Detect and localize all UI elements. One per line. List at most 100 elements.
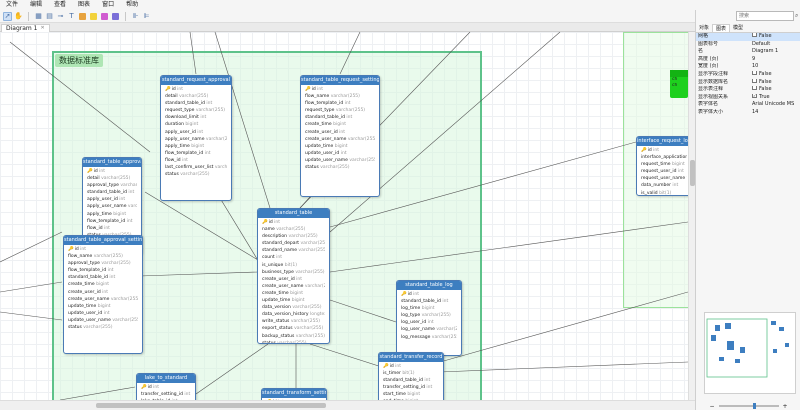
horizontal-scrollbar[interactable] bbox=[0, 400, 695, 410]
field-row[interactable]: log_user_id int bbox=[401, 319, 457, 326]
green-table-node[interactable]: ch ch bbox=[670, 70, 688, 98]
field-row[interactable]: transfer_setting_id int bbox=[141, 391, 191, 398]
layer-tool-icon[interactable] bbox=[111, 12, 120, 21]
field-row[interactable]: interface_application_id int bbox=[641, 154, 687, 161]
checkbox[interactable] bbox=[752, 86, 757, 91]
property-row[interactable]: 宽度 (页)10 bbox=[696, 63, 800, 71]
field-row[interactable]: create_user_name varchar(255) bbox=[262, 283, 325, 290]
checkbox[interactable] bbox=[752, 78, 757, 83]
property-value[interactable]: ✓True bbox=[752, 93, 800, 102]
field-row[interactable]: request_user_name varchar(255) bbox=[641, 175, 687, 182]
field-row[interactable]: standard_table_id int bbox=[165, 100, 227, 107]
field-row[interactable]: create_user_id int bbox=[262, 276, 325, 283]
field-row[interactable]: apply_time bigint bbox=[87, 211, 137, 218]
tab-model[interactable]: 模型 bbox=[733, 25, 744, 31]
align-icon[interactable]: ⊪ bbox=[132, 12, 139, 20]
field-row[interactable]: 🔑id int bbox=[68, 246, 138, 253]
field-row[interactable]: 🔑id int bbox=[401, 291, 457, 298]
field-row[interactable]: write_status varchar(255) bbox=[262, 318, 325, 325]
field-row[interactable]: apply_user_name varchar(255) bbox=[87, 203, 137, 210]
property-value[interactable]: 14 bbox=[752, 109, 800, 117]
property-value[interactable]: False bbox=[752, 78, 800, 87]
field-row[interactable]: create_user_name varchar(255) bbox=[305, 136, 375, 143]
field-row[interactable]: apply_user_id int bbox=[87, 196, 137, 203]
hand-tool-icon[interactable]: ✋ bbox=[14, 12, 23, 20]
field-row[interactable]: request_type varchar(255) bbox=[165, 107, 227, 114]
distribute-icon[interactable]: ⊫ bbox=[143, 12, 150, 20]
field-row[interactable]: update_time bigint bbox=[262, 297, 325, 304]
property-value[interactable]: Default bbox=[752, 41, 800, 49]
field-row[interactable]: last_confirm_user_list varchar(255) bbox=[165, 164, 227, 171]
field-row[interactable]: end_time bigint bbox=[383, 398, 439, 400]
field-row[interactable]: standard_table_id int bbox=[383, 377, 439, 384]
property-value[interactable]: 9 bbox=[752, 56, 800, 64]
field-row[interactable]: transfer_setting_id int bbox=[383, 384, 439, 391]
field-row[interactable]: approval_type varchar(255) bbox=[68, 260, 138, 267]
field-row[interactable]: update_user_id int bbox=[68, 310, 138, 317]
zoom-slider[interactable] bbox=[718, 403, 779, 409]
field-row[interactable]: update_time bigint bbox=[305, 143, 375, 150]
field-row[interactable]: detail varchar(255) bbox=[87, 175, 137, 182]
field-row[interactable]: is_unique bit(1) bbox=[262, 262, 325, 269]
new-table-icon[interactable]: ▦ bbox=[35, 12, 42, 20]
field-row[interactable]: log_message varchar(255) bbox=[401, 334, 457, 341]
field-row[interactable]: update_user_id int bbox=[305, 150, 375, 157]
tab-diagram[interactable]: 图表 bbox=[712, 24, 731, 32]
field-row[interactable]: create_time bigint bbox=[68, 281, 138, 288]
field-row[interactable]: data_number int bbox=[641, 182, 687, 189]
scrollbar-thumb[interactable] bbox=[96, 403, 326, 408]
field-row[interactable]: request_time bigint bbox=[641, 161, 687, 168]
property-row[interactable]: 显示视图关系✓True bbox=[696, 93, 800, 102]
field-row[interactable]: flow_template_id int bbox=[165, 150, 227, 157]
field-row[interactable]: standard_table_id int bbox=[87, 189, 137, 196]
field-row[interactable]: standard_depart varchar(255) bbox=[262, 240, 325, 247]
zoom-in-icon[interactable]: + bbox=[782, 402, 788, 410]
field-row[interactable]: name varchar(255) bbox=[262, 226, 325, 233]
property-row[interactable]: 高度 (页)9 bbox=[696, 56, 800, 64]
field-row[interactable]: is_timer bit(1) bbox=[383, 370, 439, 377]
menu-view[interactable]: 查看 bbox=[54, 1, 67, 8]
search-icon[interactable]: ⌕ bbox=[795, 12, 799, 19]
menu-window[interactable]: 窗口 bbox=[102, 1, 115, 8]
field-row[interactable]: create_time bigint bbox=[305, 121, 375, 128]
field-row[interactable]: backup_status varchar(255) bbox=[262, 333, 325, 340]
field-row[interactable]: 🔑id int bbox=[165, 86, 227, 93]
scrollbar-thumb[interactable] bbox=[690, 160, 695, 186]
property-value[interactable]: False bbox=[752, 70, 800, 79]
field-row[interactable]: lake_table_id int bbox=[141, 398, 191, 400]
field-row[interactable]: request_user_id int bbox=[641, 168, 687, 175]
field-row[interactable]: create_user_id int bbox=[68, 289, 138, 296]
checkbox[interactable] bbox=[752, 70, 757, 75]
field-row[interactable]: update_user_name varchar(255) bbox=[305, 157, 375, 164]
field-row[interactable]: standard_table_id int bbox=[68, 274, 138, 281]
field-row[interactable]: apply_user_name varchar(255) bbox=[165, 136, 227, 143]
field-row[interactable]: export_status varchar(255) bbox=[262, 325, 325, 332]
field-row[interactable]: description varchar(255) bbox=[262, 233, 325, 240]
field-row[interactable]: approval_type varchar(255) bbox=[87, 182, 137, 189]
note-tool-icon[interactable] bbox=[89, 12, 98, 21]
field-row[interactable]: duration bigint bbox=[165, 121, 227, 128]
zoom-out-icon[interactable]: − bbox=[709, 402, 715, 410]
field-row[interactable]: flow_id int bbox=[87, 225, 137, 232]
close-icon[interactable]: ✕ bbox=[40, 25, 45, 31]
field-row[interactable]: flow_id int bbox=[165, 157, 227, 164]
shape-tool-icon[interactable] bbox=[100, 12, 109, 21]
table-standard_transform_setting[interactable]: standard_transform_setting 🔑id int varch… bbox=[261, 388, 327, 400]
field-row[interactable]: update_user_name varchar(255) bbox=[68, 317, 138, 324]
field-row[interactable]: flow_template_id int bbox=[68, 267, 138, 274]
field-row[interactable]: request_type varchar(255) bbox=[305, 107, 375, 114]
property-value[interactable]: False bbox=[752, 33, 800, 41]
field-row[interactable]: status varchar(255) bbox=[305, 164, 375, 171]
checkbox[interactable] bbox=[752, 33, 757, 37]
text-tool-icon[interactable]: T bbox=[69, 12, 74, 20]
property-value[interactable]: False bbox=[752, 86, 800, 94]
